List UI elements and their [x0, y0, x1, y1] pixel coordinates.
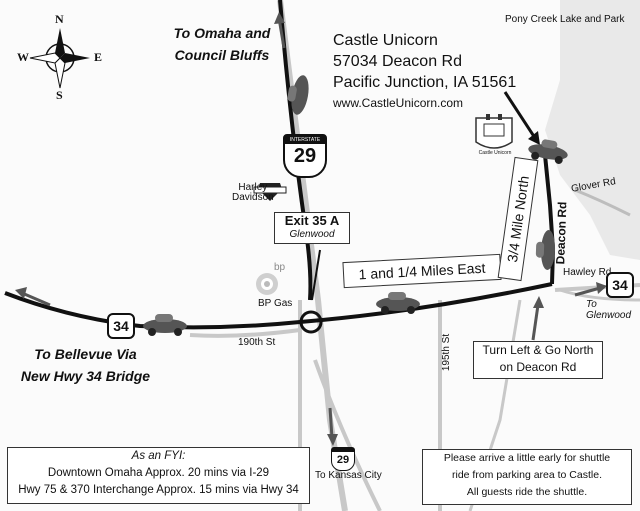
exit-35a-box: Exit 35 A Glenwood	[274, 212, 350, 244]
exit-pointer	[311, 249, 321, 301]
harley-line1: Harley	[238, 182, 268, 193]
to-omaha-line1: To Omaha and	[173, 25, 271, 41]
turn-line2: on Deacon Rd	[499, 360, 577, 374]
exit-title: Exit 35 A	[284, 213, 340, 228]
venue-website[interactable]: www.CastleUnicorn.com	[333, 96, 464, 110]
bp-gas-label: BP Gas	[258, 298, 293, 309]
interchange-ramp	[313, 359, 382, 511]
to-omaha-label: To Omaha and Council Bluffs	[172, 22, 272, 66]
car-icon-west	[143, 314, 187, 336]
harley-davidson-label: Harley Davidson	[232, 183, 274, 203]
car-icon-castle	[528, 139, 568, 164]
interstate-banner-bar	[332, 448, 354, 452]
turn-line1: Turn Left & Go North	[482, 343, 594, 357]
pony-creek-label: Pony Creek Lake and Park	[505, 14, 625, 25]
hawley-rd-label: Hawley Rd	[563, 267, 612, 278]
fyi-line1: Downtown Omaha Approx. 20 mins via I-29	[47, 467, 270, 479]
arrow-to-castle-icon	[503, 91, 540, 145]
car-icon-deacon	[535, 230, 556, 270]
shuttle-line2: ride from parking area to Castle.	[452, 469, 602, 481]
to-bellevue-line1: To Bellevue Via	[34, 346, 137, 362]
shuttle-line3: All guests ride the shuttle.	[466, 486, 588, 498]
us-34-shield-west: 34	[107, 313, 135, 339]
venue-street: 57034 Deacon Rd	[333, 53, 462, 70]
to-kansas-city-label: To Kansas City	[315, 470, 382, 481]
venue-name: Castle Unicorn	[333, 32, 438, 49]
interstate-29-shield-south: 29	[331, 447, 355, 471]
us-34-shield-east: 34	[606, 272, 634, 298]
fyi-heading: As an FYI:	[131, 450, 186, 462]
terrain-shading	[545, 0, 640, 260]
fyi-line2: Hwy 75 & 370 Interchange Approx. 15 mins…	[18, 484, 299, 496]
arrow-to-glenwood-icon	[574, 282, 607, 297]
compass-east-label: E	[94, 50, 103, 64]
road-to-glenwood	[559, 288, 640, 302]
compass-west-label: W	[17, 50, 29, 64]
to-bellevue-line2: New Hwy 34 Bridge	[20, 368, 151, 384]
195th-st-label: 195th St	[441, 333, 453, 372]
shuttle-line1: Please arrive a little early for shuttle	[443, 452, 611, 464]
harley-line2: Davidson	[232, 192, 274, 203]
bp-logo-label: bp	[274, 262, 286, 273]
route-hwy-34	[4, 282, 553, 330]
bp-logo-icon	[256, 273, 278, 295]
compass-rose-icon	[29, 28, 90, 89]
exit-subtitle: Glenwood	[289, 229, 335, 240]
to-bellevue-label: To Bellevue Via New Hwy 34 Bridge	[18, 343, 153, 387]
route-from-omaha	[278, 0, 313, 301]
to-omaha-line2: Council Bluffs	[174, 47, 270, 63]
interchange-loop	[299, 310, 323, 334]
car-icon-north	[287, 75, 309, 115]
glover-road	[574, 188, 631, 217]
interstate-number: 29	[293, 145, 317, 167]
car-icon-east	[376, 292, 420, 314]
190th-street	[189, 328, 301, 338]
interstate-banner: INTERSTATE	[285, 136, 325, 144]
fyi-box: As an FYI: Downtown Omaha Approx. 20 min…	[7, 447, 310, 504]
190th-st-label: 190th St	[238, 337, 276, 348]
to-glenwood-label: To Glenwood	[586, 299, 632, 321]
venue-city: Pacific Junction, IA 51561	[333, 74, 517, 91]
route-deacon-rd	[543, 154, 556, 285]
interstate-number-south: 29	[336, 454, 350, 466]
harley-logo-icon	[253, 183, 287, 201]
arrow-to-kansas-city-icon	[327, 407, 338, 446]
compass-south-label: S	[56, 88, 63, 102]
arrow-to-bellevue-icon	[15, 287, 51, 307]
venue-address: Castle Unicorn 57034 Deacon Rd Pacific J…	[333, 30, 516, 114]
arrow-turn-icon	[531, 296, 544, 341]
castle-crest-icon	[475, 114, 513, 149]
interstate-29-shield-north: INTERSTATE 29	[283, 134, 327, 178]
turn-instruction-box: Turn Left & Go North on Deacon Rd	[473, 341, 603, 379]
castle-crest-label: Castle Unicorn	[478, 150, 512, 156]
deacon-rd-label: Deacon Rd	[553, 201, 570, 265]
shuttle-box: Please arrive a little early for shuttle…	[422, 449, 632, 505]
compass-north-label: N	[55, 12, 64, 26]
arrow-to-omaha-icon	[274, 12, 286, 49]
